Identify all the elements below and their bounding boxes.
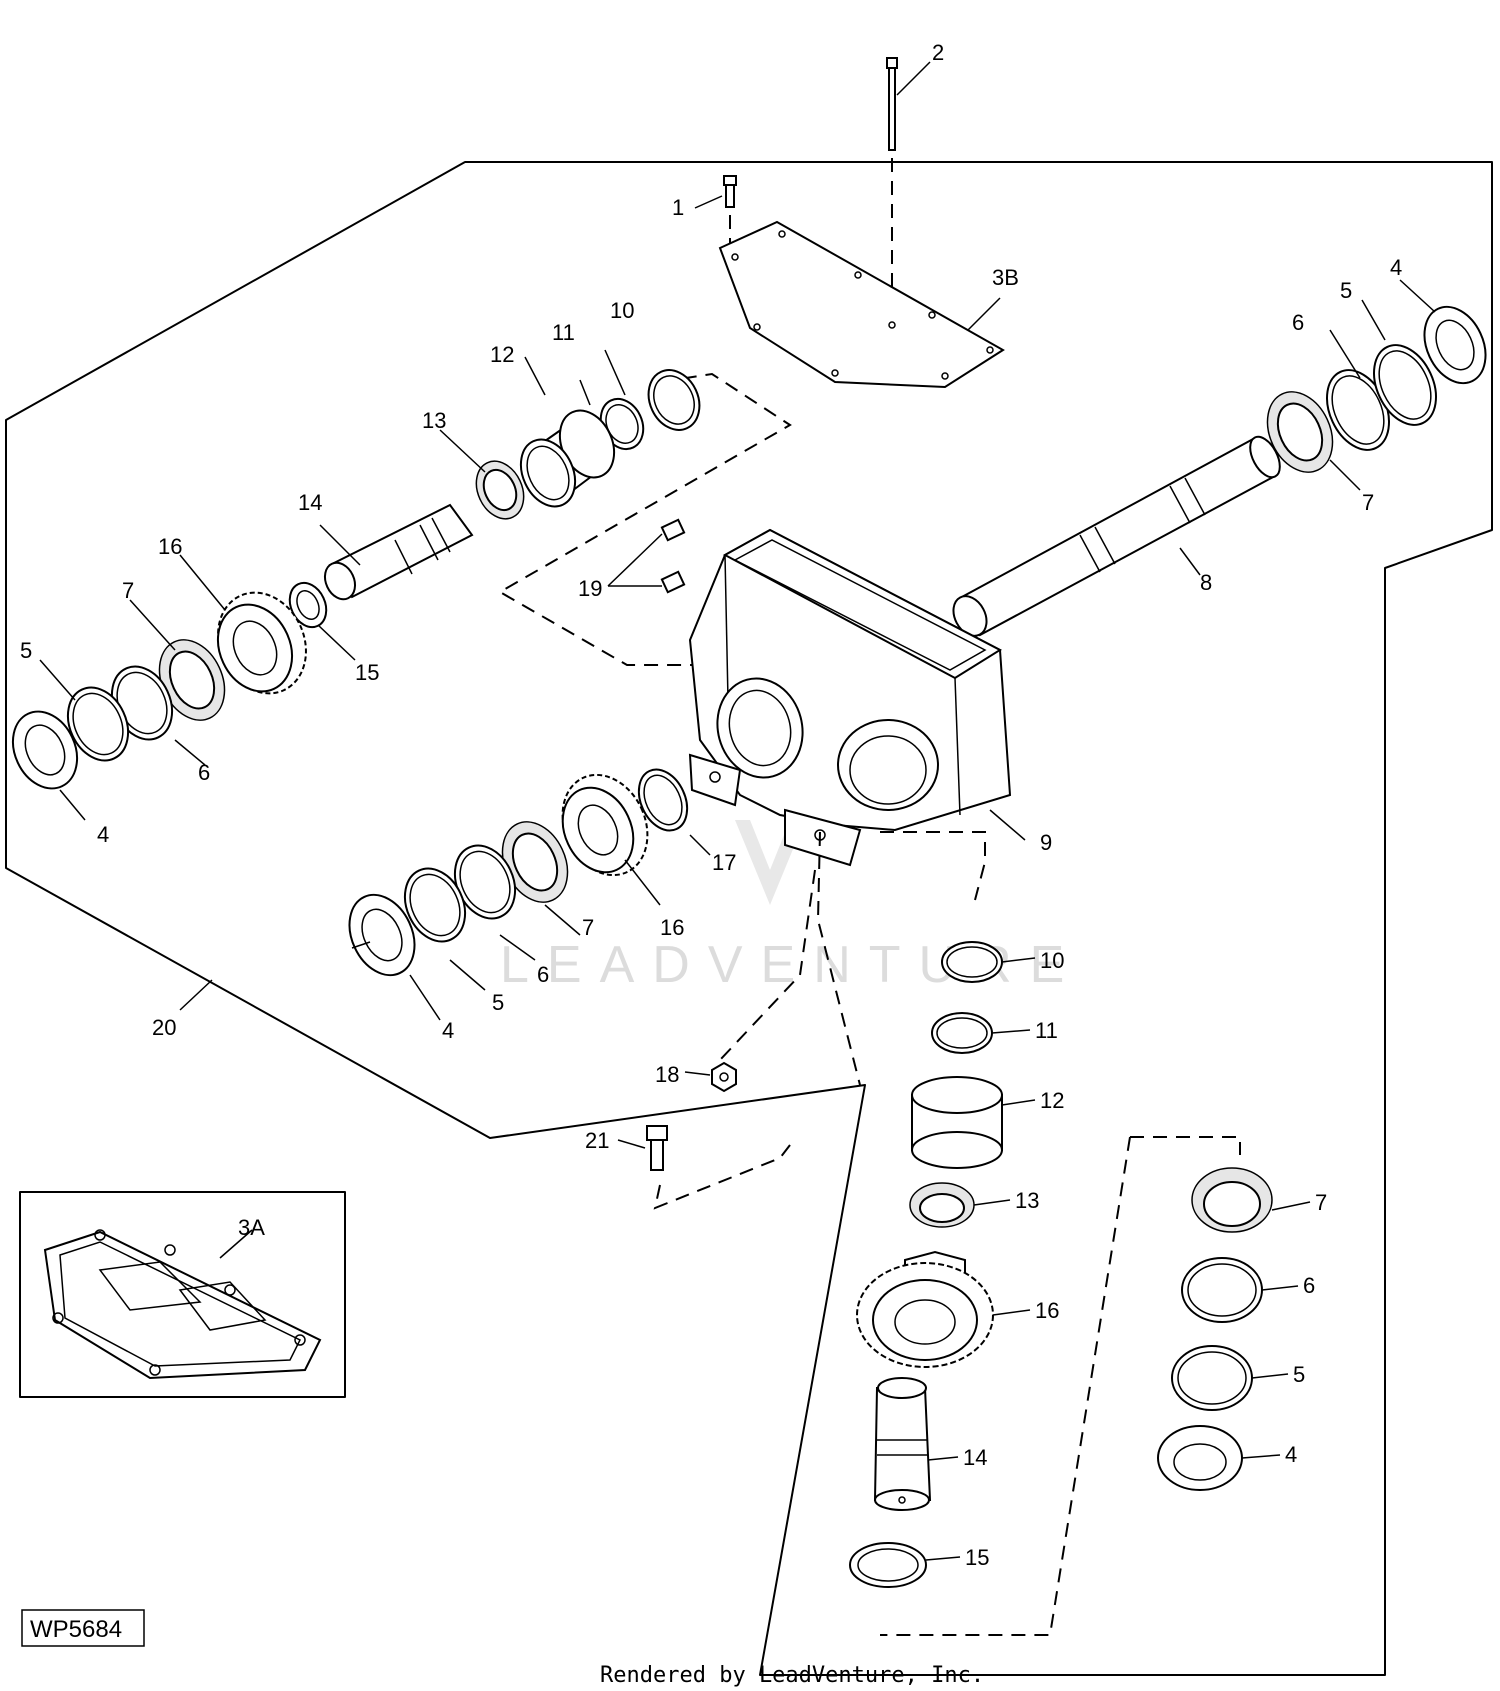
part-7-bearing-right [1266, 391, 1334, 473]
part-12-bearing-cup-lower [911, 1076, 1003, 1169]
callout-4-mid: 4 [442, 1018, 454, 1043]
callout-15-top: 15 [355, 660, 379, 685]
callout-21: 21 [585, 1128, 609, 1153]
part-14-pinion-shaft-lower [873, 1377, 932, 1511]
part-4-seal-lower-right [1157, 1425, 1243, 1491]
lower-right-stack [1157, 1167, 1273, 1491]
right-shaft-group [952, 305, 1487, 637]
part-15-spacer-left [288, 581, 356, 661]
callout-5-right-top: 5 [1340, 278, 1352, 303]
part-17-snap-ring [637, 768, 689, 832]
callout-15-bottom: 15 [965, 1545, 989, 1570]
part-6-ring-lower-right [1181, 1257, 1263, 1323]
callout-5-mid: 5 [492, 990, 504, 1015]
part-10-snap-ring-lower [941, 941, 1003, 983]
part-7-bearing-lower-right [1191, 1167, 1273, 1233]
part-14-pinion-shaft [323, 503, 474, 601]
callout-1: 1 [672, 195, 684, 220]
callout-4-left: 4 [97, 822, 109, 847]
callout-19: 19 [578, 576, 602, 601]
part-18-nut [684, 1061, 737, 1093]
part-4-seal-mid [348, 893, 416, 977]
callout-16-bottom: 16 [1035, 1298, 1059, 1323]
callout-3b: 3B [992, 265, 1019, 290]
assembly-boundary [5, 161, 1493, 1676]
callout-6-left: 6 [198, 760, 210, 785]
callout-11-top: 11 [552, 320, 575, 345]
svg-text:WP5684: WP5684 [30, 1616, 122, 1643]
part-7-bearing-left [158, 639, 226, 721]
callout-14-top: 14 [298, 490, 322, 515]
part-3b-cover-plate [718, 220, 1005, 389]
lower-shaft-stack [849, 941, 1003, 1588]
callout-5-left: 5 [20, 638, 32, 663]
part-16-bevel-gear-left [217, 591, 307, 695]
callout-5-lower-right: 5 [1293, 1362, 1305, 1387]
part-4-seal-left [11, 710, 79, 790]
callout-7-left: 7 [122, 578, 134, 603]
callout-6-mid: 6 [537, 962, 549, 987]
leader-lines [39, 279, 1436, 1561]
callout-13-top: 13 [422, 408, 446, 433]
callout-20: 20 [152, 1015, 176, 1040]
callout-8: 8 [1200, 570, 1212, 595]
callout-3a: 3A [238, 1215, 265, 1240]
callout-12-bottom: 12 [1040, 1088, 1064, 1113]
inset-3a-box [19, 1191, 346, 1398]
callout-4-lower-right: 4 [1285, 1442, 1297, 1467]
callout-7-lower-right: 7 [1315, 1190, 1327, 1215]
callout-7-mid: 7 [582, 915, 594, 940]
part-13-bearing-lower [909, 1182, 975, 1228]
part-7-bearing-mid [501, 821, 569, 903]
part-9-gearbox-housing [688, 528, 1026, 867]
callout-4-right-top: 4 [1390, 255, 1402, 280]
callout-12-top: 12 [490, 342, 514, 367]
part-5-snap-ring-lower-right [1171, 1345, 1253, 1411]
callout-16-mid: 16 [660, 915, 684, 940]
callout-10-bottom: 10 [1040, 948, 1064, 973]
callout-17: 17 [712, 850, 736, 875]
callout-14-bottom: 14 [963, 1445, 987, 1470]
callout-11-bottom: 11 [1035, 1018, 1058, 1043]
callout-2: 2 [932, 40, 944, 65]
part-12-bearing-cup [519, 409, 616, 508]
middle-gear-group [348, 768, 689, 977]
part-10-snap-ring [647, 369, 701, 431]
callout-labels: 1 2 3B 3A 10 11 12 13 14 16 7 5 15 6 4 1… [20, 40, 1402, 1570]
callout-6-right-top: 6 [1292, 310, 1304, 335]
callout-6-lower-right: 6 [1303, 1273, 1315, 1298]
part-2-long-bolt [886, 57, 931, 320]
part-15-spacer-lower [849, 1542, 927, 1588]
callout-10-top: 10 [610, 298, 634, 323]
callout-9: 9 [1040, 830, 1052, 855]
part-11-ring-lower [931, 1012, 993, 1054]
part-21-bolt [617, 1125, 668, 1171]
part-1-bolt [694, 175, 737, 250]
part-8-output-shaft [952, 435, 1281, 637]
part-3a-housing-cover [43, 1229, 322, 1380]
figure-id-box: WP5684 [21, 1609, 145, 1647]
callout-13-bottom: 13 [1015, 1188, 1039, 1213]
part-16-bevel-gear-lower [856, 1250, 994, 1368]
callout-7-right-top: 7 [1362, 490, 1374, 515]
part-19-plugs [607, 518, 686, 594]
part-13-bearing [475, 460, 525, 520]
part-16-bevel-gear-mid [561, 773, 649, 877]
callout-18: 18 [655, 1062, 679, 1087]
part-4-seal-right [1423, 305, 1487, 385]
footer-credit: Rendered by LeadVenture, Inc. [600, 1663, 984, 1688]
callout-16-left: 16 [158, 534, 182, 559]
upper-left-shaft-group [323, 369, 792, 666]
left-gear-group [11, 591, 307, 790]
